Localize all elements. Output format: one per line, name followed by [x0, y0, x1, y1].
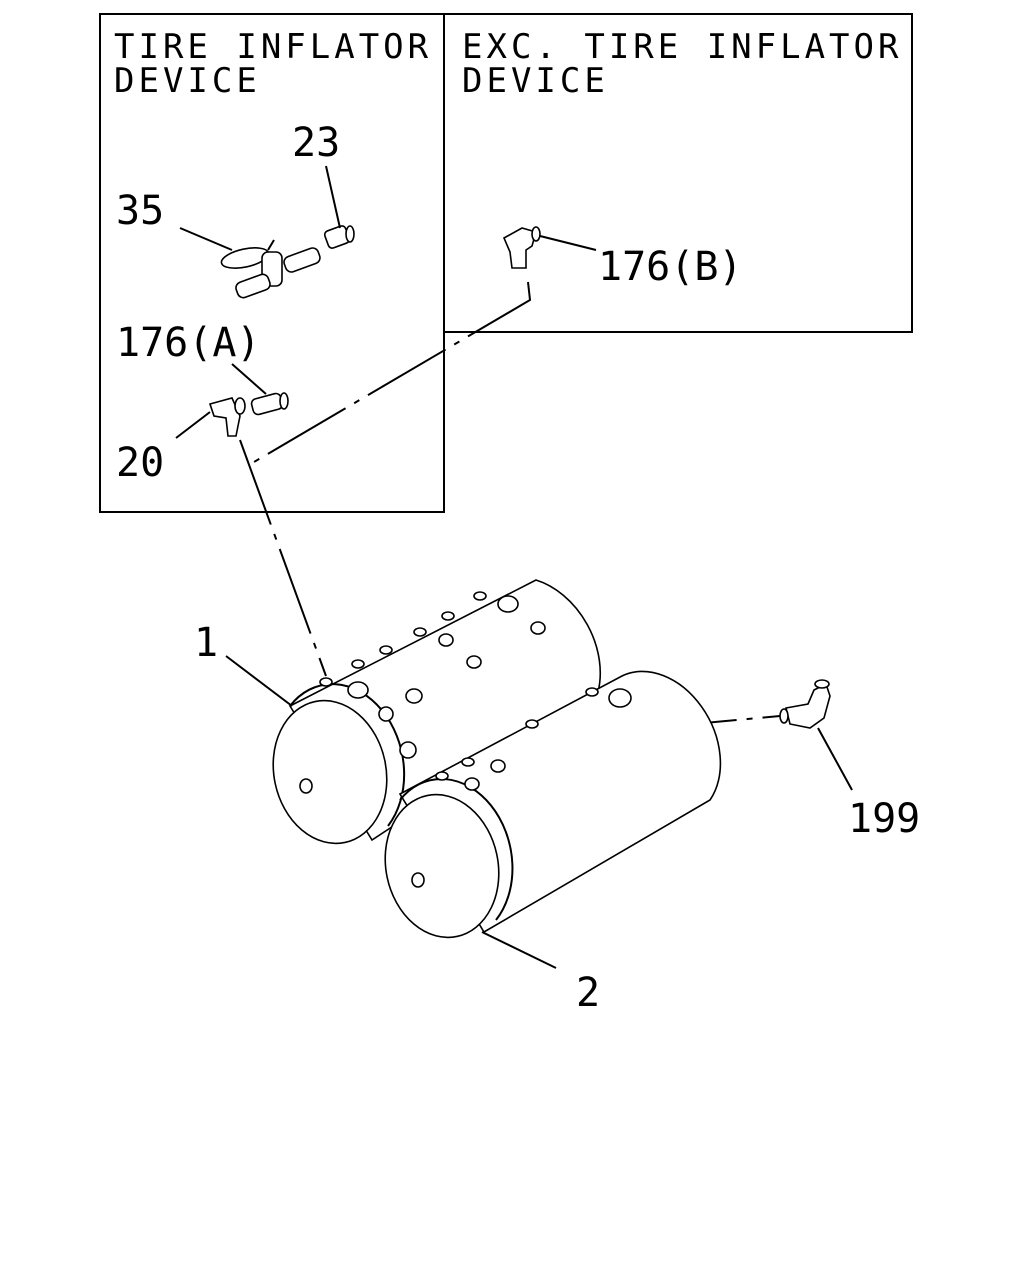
callout-1: 1	[194, 620, 218, 666]
callout-2: 2	[576, 970, 600, 1016]
leader-23	[325, 165, 341, 229]
connector-20-line	[239, 439, 327, 677]
leader-176a	[231, 363, 267, 395]
leader-20	[175, 411, 211, 439]
right-box-title-line1: EXC. TIRE INFLATOR	[462, 27, 902, 67]
leader-2	[481, 931, 557, 969]
part-176b-elbow	[502, 226, 541, 269]
part-20-elbow	[208, 397, 246, 437]
leader-1	[225, 655, 293, 707]
callout-23: 23	[292, 120, 340, 166]
exc-tire-inflator-box	[443, 13, 913, 333]
leader-176b	[539, 235, 597, 251]
part-35-valve	[220, 239, 321, 299]
tank-2	[384, 670, 722, 939]
callout-176a: 176(A)	[116, 320, 261, 366]
connector-176b-line	[253, 281, 532, 463]
part-176a-fitting	[250, 392, 289, 416]
callout-20: 20	[116, 440, 164, 486]
callout-176b: 176(B)	[598, 244, 743, 290]
part-23-nut	[323, 225, 355, 249]
callout-35: 35	[116, 188, 164, 234]
leader-35	[179, 227, 233, 251]
left-box-title-line2: DEVICE	[114, 61, 261, 101]
right-box-title-line2: DEVICE	[462, 61, 609, 101]
callout-199: 199	[848, 796, 920, 842]
left-box-title-line1: TIRE INFLATOR	[114, 27, 432, 67]
leader-199	[817, 727, 853, 791]
part-199-elbow	[779, 679, 831, 729]
